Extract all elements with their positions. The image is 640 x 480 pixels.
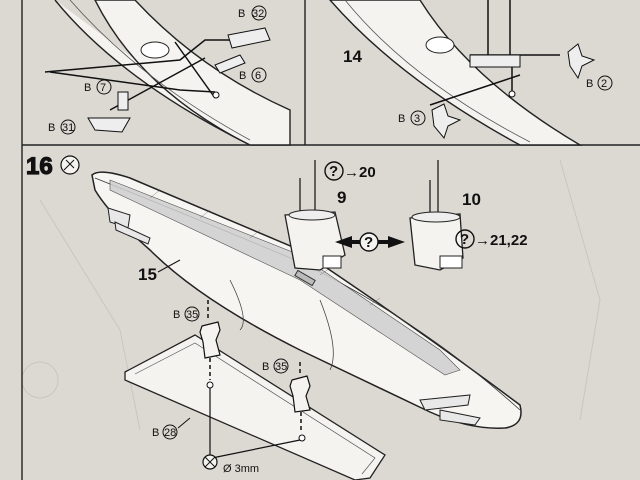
question-alt: ? [364, 234, 373, 251]
callout-9: 9 [337, 188, 346, 207]
step-16: 16 15 9 [25, 152, 528, 480]
label-b6-number: 6 [255, 70, 261, 82]
label-b28-letter: B [152, 427, 159, 439]
label-b35-b-letter: B [262, 361, 269, 373]
glue-icon [60, 155, 80, 175]
label-b32-number: 32 [252, 8, 264, 20]
question-10: ? [460, 231, 469, 248]
tower-10 [409, 160, 464, 271]
panel-top-left: B 32 B 6 B 7 B 31 [44, 0, 291, 146]
step-16-number: 16 [26, 153, 53, 180]
question-9: ? [329, 163, 338, 180]
label-b28-number: 28 [164, 427, 176, 439]
callout-10: 10 [462, 190, 481, 209]
label-b2-number: 2 [601, 78, 607, 90]
stand-base [124, 334, 386, 480]
label-b2-letter: B [586, 78, 593, 90]
ref-to-20: →20 [344, 164, 376, 181]
label-b35-a-letter: B [173, 309, 180, 321]
ref-to-21-22: →21,22 [475, 232, 528, 249]
label-b32-letter: B [238, 8, 245, 20]
label-b3-number: 3 [414, 113, 420, 125]
diameter-label: Ø 3mm [223, 463, 259, 475]
label-b35-a-number: 35 [186, 309, 198, 321]
label-b35-b-number: 35 [275, 361, 287, 373]
step-14-number: 14 [343, 47, 362, 66]
pedestal-a [199, 300, 221, 380]
callout-15: 15 [138, 265, 157, 284]
label-b3-letter: B [398, 113, 405, 125]
label-b31-number: 31 [62, 122, 74, 134]
tower-9 [284, 160, 346, 271]
panel-top-right: 14 B 2 B 3 [329, 0, 613, 146]
label-b7-letter: B [84, 82, 91, 94]
label-b6-letter: B [239, 70, 246, 82]
pedestal-b [289, 362, 311, 432]
label-b7-number: 7 [100, 82, 106, 94]
label-b31-letter: B [48, 122, 55, 134]
